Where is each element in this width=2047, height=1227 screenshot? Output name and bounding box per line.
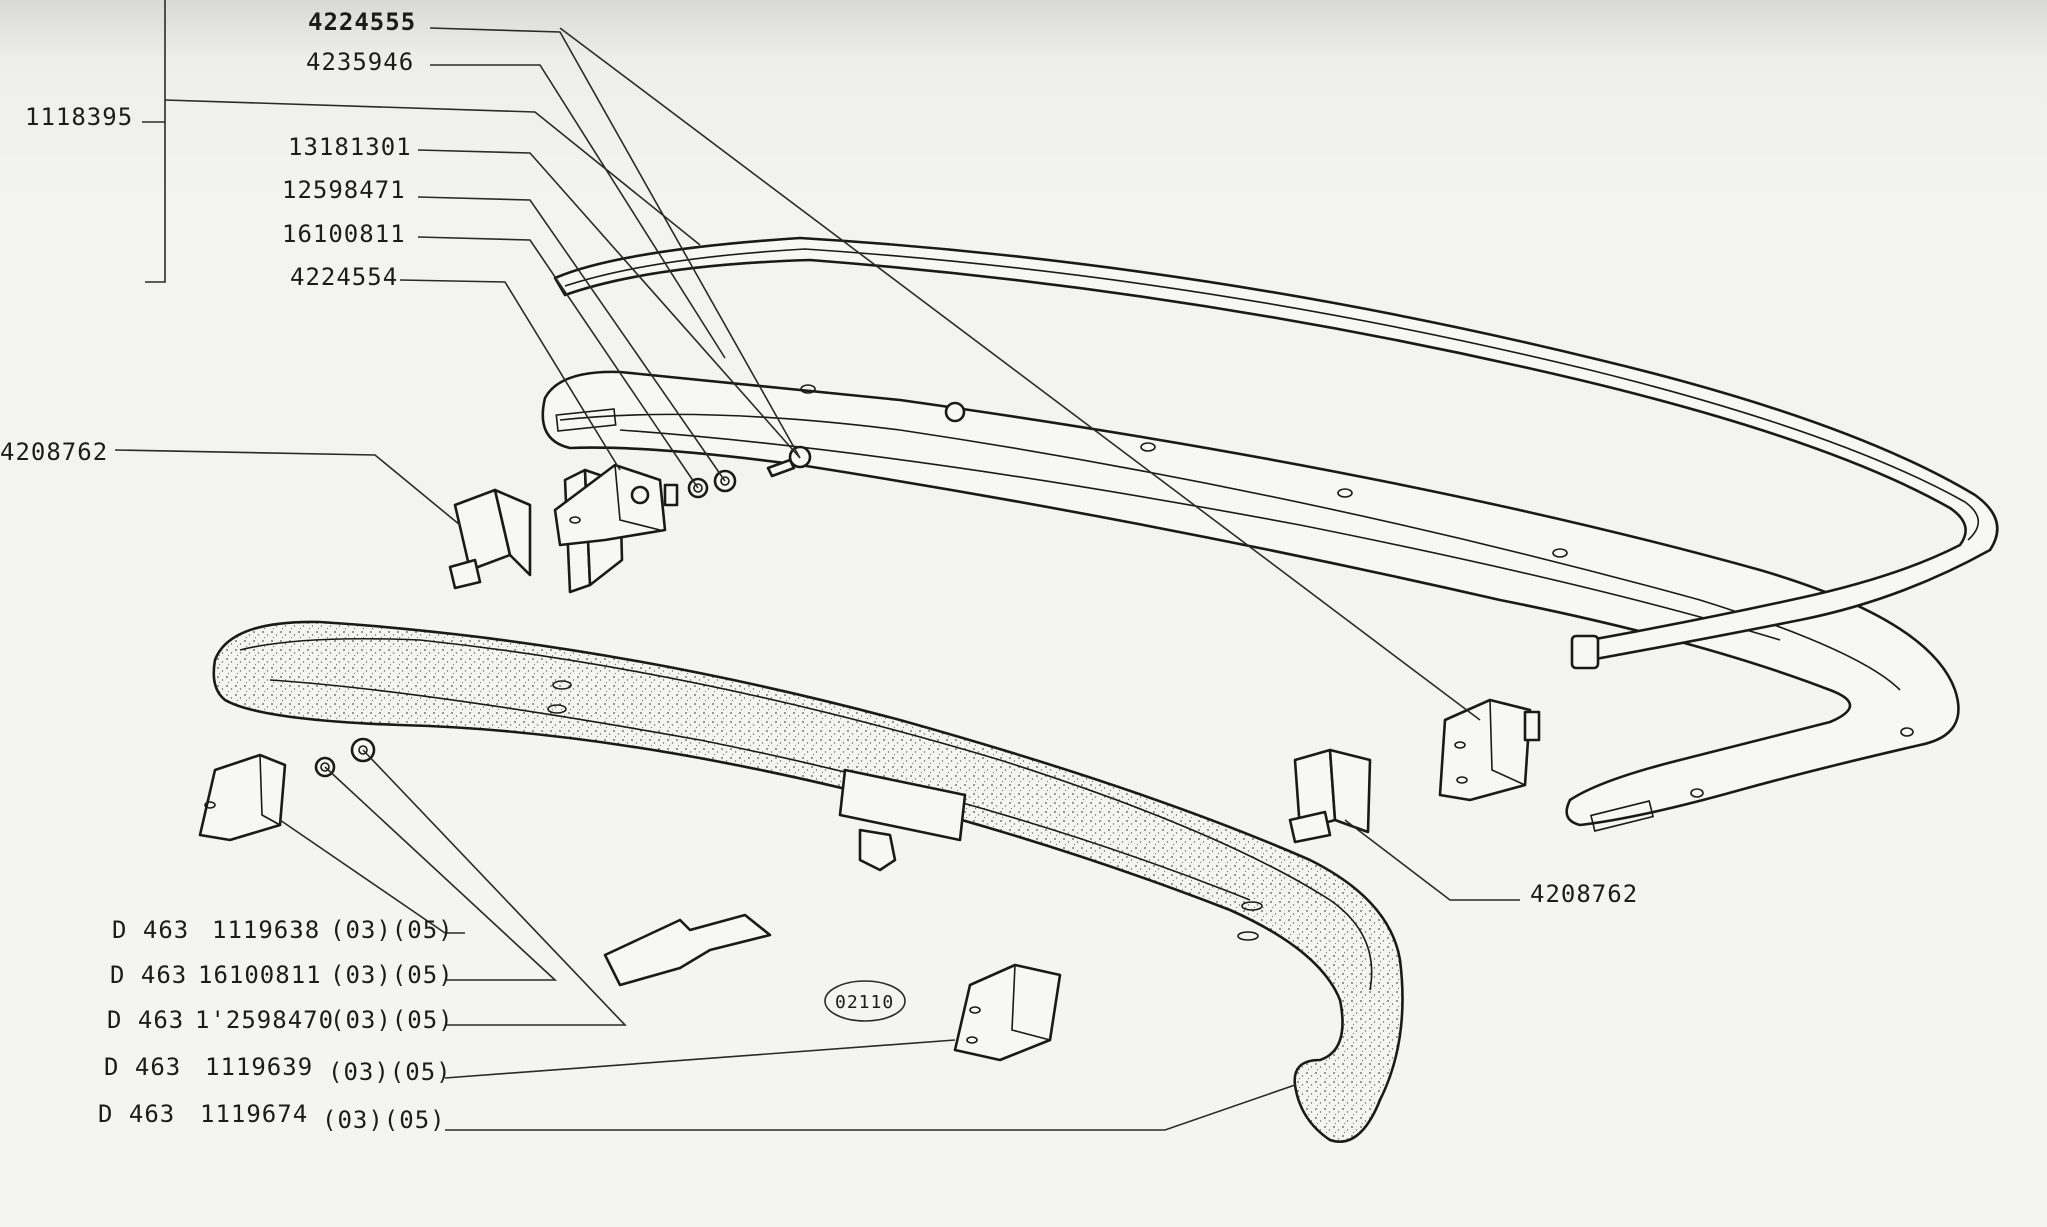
label-4208762-left: 4208762	[0, 438, 108, 466]
row-codes: (03)(05)	[330, 916, 454, 944]
label-12598471: 12598471	[282, 176, 406, 204]
row-part-number: 1119639	[205, 1053, 313, 1081]
row-prefix: D 463	[112, 916, 189, 944]
front-washers	[314, 737, 376, 778]
front-bumper-blade	[212, 620, 1404, 1143]
row-prefix: D 463	[107, 1006, 184, 1034]
label-13181301: 13181301	[288, 133, 412, 161]
label-1118395: 1118395	[25, 103, 133, 131]
row-prefix: D 463	[110, 961, 187, 989]
label-16100811: 16100811	[282, 220, 406, 248]
row-prefix: D 463	[104, 1053, 181, 1081]
row-prefix: D 463	[98, 1100, 175, 1128]
rear-bracket-mid	[553, 463, 679, 547]
parts-list-row: D 463 16100811 (03)(05)	[110, 961, 454, 989]
parts-list: D 463 1119638 (03)(05) D 463 16100811 (0…	[98, 916, 454, 1134]
parts-list-row: D 463 1'2598470 (03)(05)	[107, 1006, 454, 1034]
label-4235946: 4235946	[306, 48, 414, 76]
figure-code: 02110	[835, 992, 894, 1013]
row-codes: (03)(05)	[330, 961, 454, 989]
front-bracket-lower	[953, 963, 1062, 1062]
row-codes: (03)(05)	[330, 1006, 454, 1034]
row-codes: (03)(05)	[328, 1058, 452, 1086]
row-part-number: 1119638	[212, 916, 320, 944]
front-bracket-left	[198, 753, 287, 842]
label-4224555: 4224555	[308, 8, 416, 36]
rear-bracket-far-right	[1288, 748, 1372, 844]
rear-bracket-right	[1438, 698, 1541, 802]
parts-list-row: D 463 1119639 (03)(05)	[104, 1053, 452, 1086]
row-part-number: 16100811	[198, 961, 322, 989]
rubber-seal-strip	[553, 236, 1999, 670]
row-part-number: 1'2598470	[195, 1006, 334, 1034]
row-codes: (03)(05)	[322, 1106, 446, 1134]
label-4208762-right: 4208762	[1530, 880, 1638, 908]
row-part-number: 1119674	[200, 1100, 308, 1128]
leader-lines	[114, 0, 1520, 1131]
parts-list-row: D 463 1119638 (03)(05)	[112, 916, 454, 944]
label-4224554: 4224554	[290, 263, 398, 291]
parts-list-row: D 463 1119674 (03)(05)	[98, 1100, 446, 1134]
direction-arrow	[603, 913, 772, 987]
